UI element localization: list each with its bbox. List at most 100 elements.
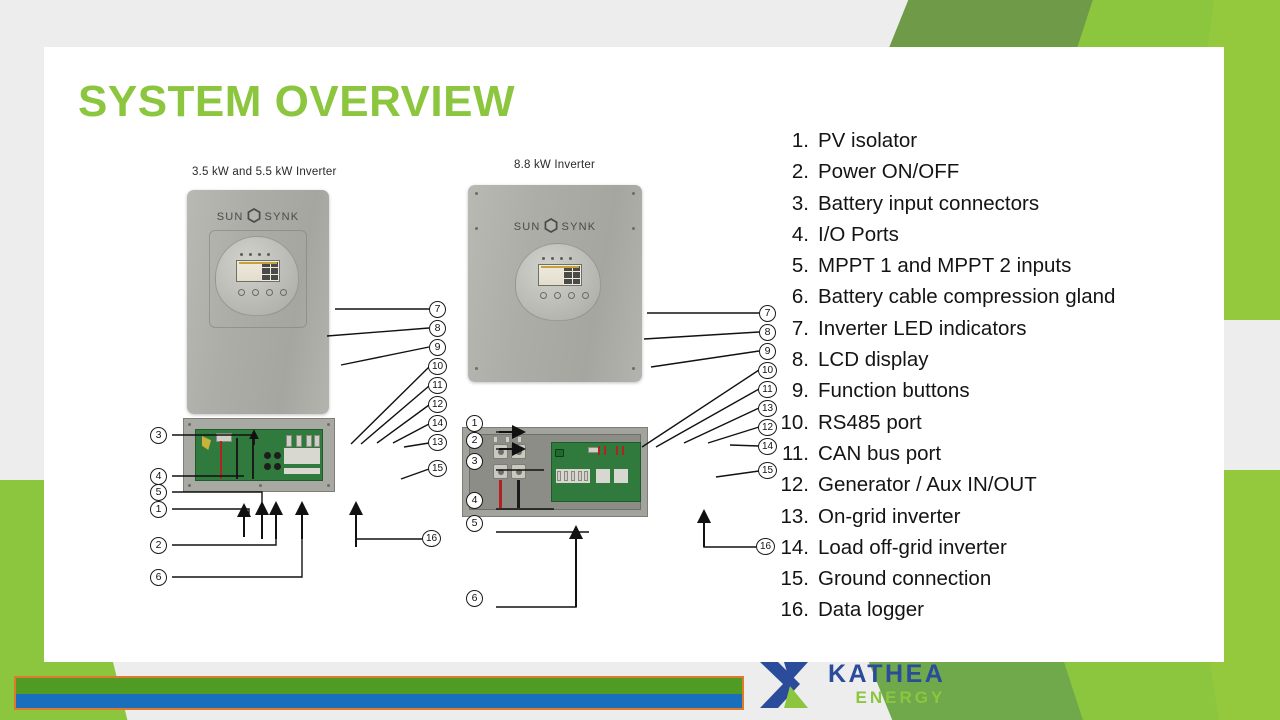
callout-right-3: 3	[466, 453, 483, 470]
callout-left-15: 15	[428, 460, 447, 477]
legend-item: 4.I/O Ports	[779, 219, 1199, 250]
legend-item-label: Inverter LED indicators	[818, 316, 1027, 340]
function-button-icon[interactable]	[266, 289, 273, 296]
callout-left-4: 4	[150, 468, 167, 485]
callout-left-14: 14	[428, 415, 447, 432]
callout-right-15: 15	[758, 462, 777, 479]
legend-item-number: 8.	[791, 348, 809, 372]
callout-right-5: 5	[466, 515, 483, 532]
page-title: SYSTEM OVERVIEW	[78, 77, 515, 126]
callout-right-2: 2	[466, 432, 483, 449]
led-icon	[267, 253, 270, 256]
legend-item-label: Generator / Aux IN/OUT	[818, 473, 1037, 497]
function-button-icon[interactable]	[568, 292, 575, 299]
function-button-icon[interactable]	[582, 292, 589, 299]
legend-item: 14.Load off-grid inverter	[779, 532, 1199, 563]
kathea-energy-logo: KATHEA ENERGY	[760, 656, 945, 712]
callout-left-11: 11	[428, 377, 447, 394]
function-button-icon[interactable]	[554, 292, 561, 299]
kathea-wordmark: KATHEA ENERGY	[828, 660, 946, 707]
lcd-icon-grid	[261, 261, 279, 281]
function-buttons-left[interactable]	[238, 289, 287, 296]
inverter-left-pod-frame	[209, 230, 307, 328]
callout-left-13: 13	[428, 434, 447, 451]
led-icon	[551, 257, 554, 260]
inverter-diagram-group: 3.5 kW and 5.5 kW Inverter 8.8 kW Invert…	[44, 47, 779, 662]
legend-item-number: 3.	[791, 191, 809, 215]
brand-sun-text: SUN	[216, 211, 244, 223]
legend-item: 12. Generator / Aux IN/OUT	[779, 469, 1199, 500]
legend-item: 11.CAN bus port	[779, 438, 1199, 469]
brand-synk-text: SYNK	[561, 221, 597, 233]
legend-item-label: Data logger	[818, 598, 924, 622]
legend-item: 9. Function buttons	[779, 375, 1199, 406]
lcd-graph-area	[237, 261, 262, 281]
brand-sun-text: SUN	[513, 221, 541, 233]
callout-right-4: 4	[466, 492, 483, 509]
footer-accent-bars	[14, 676, 744, 710]
callout-right-6: 6	[466, 590, 483, 607]
legend-item: 13.On-grid inverter	[779, 501, 1199, 532]
callout-right-12: 12	[758, 419, 777, 436]
legend-item: 5. MPPT 1 and MPPT 2 inputs	[779, 250, 1199, 281]
callout-right-13: 13	[758, 400, 777, 417]
legend-item-number: 5.	[791, 254, 809, 278]
battery-terminal	[511, 444, 526, 459]
legend-item-label: On-grid inverter	[818, 504, 961, 528]
legend-item-label: Battery cable compression gland	[818, 285, 1116, 309]
legend-item-label: Power ON/OFF	[818, 160, 960, 184]
sunsynk-hex-icon	[544, 218, 558, 233]
callout-left-1: 1	[150, 501, 167, 518]
function-button-icon[interactable]	[280, 289, 287, 296]
callout-left-5: 5	[150, 484, 167, 501]
callout-right-7: 7	[759, 305, 776, 322]
led-indicators-right	[542, 257, 572, 260]
legend-item-number: 12.	[780, 473, 810, 497]
function-button-icon[interactable]	[540, 292, 547, 299]
callout-left-8: 8	[429, 320, 446, 337]
callout-left-9: 9	[429, 339, 446, 356]
callout-left-10: 10	[428, 358, 447, 375]
legend-item: 2.Power ON/OFF	[779, 156, 1199, 187]
kathea-brand-name: KATHEA	[828, 660, 946, 688]
legend-item: 16.Data logger	[779, 594, 1199, 625]
callout-left-12: 12	[428, 396, 447, 413]
legend-item: 15.Ground connection	[779, 563, 1199, 594]
kathea-k-mark-icon	[760, 658, 822, 710]
function-button-icon[interactable]	[238, 289, 245, 296]
legend-item-label: Function buttons	[818, 379, 970, 403]
legend-item-label: RS485 port	[818, 410, 922, 434]
lcd-titlebar	[541, 266, 579, 268]
lcd-display-left	[236, 260, 280, 282]
led-icon	[560, 257, 563, 260]
legend-item-number: 11.	[782, 441, 809, 465]
legend-item: 7. Inverter LED indicators	[779, 313, 1199, 344]
inverter-right-display-pod	[515, 243, 601, 321]
battery-terminal	[493, 464, 508, 479]
legend-item-number: 9.	[791, 379, 809, 403]
callout-left-2: 2	[150, 537, 167, 554]
legend-item-label: Battery input connectors	[818, 191, 1040, 215]
legend-item-label: MPPT 1 and MPPT 2 inputs	[818, 254, 1072, 278]
legend-item: 8. LCD display	[779, 344, 1199, 375]
callout-left-6: 6	[150, 569, 167, 586]
legend-item-label: LCD display	[818, 348, 929, 372]
callout-right-11: 11	[758, 381, 777, 398]
sunsynk-hex-icon	[247, 208, 261, 223]
lcd-graph-area	[539, 265, 564, 285]
legend-item: 1.PV isolator	[779, 125, 1199, 156]
lcd-icon-grid	[563, 265, 581, 285]
legend-item-number: 10.	[780, 410, 810, 434]
legend-item: 10. RS485 port	[779, 407, 1199, 438]
callout-left-16: 16	[422, 530, 441, 547]
function-button-icon[interactable]	[252, 289, 259, 296]
function-buttons-right[interactable]	[540, 292, 589, 299]
callout-right-8: 8	[759, 324, 776, 341]
legend-item-number: 7.	[791, 316, 809, 340]
legend-item-label: PV isolator	[818, 129, 918, 152]
inverter-left-pcb	[195, 429, 323, 481]
inverter-right-pcb	[551, 442, 641, 502]
legend-item-label: Ground connection	[818, 567, 992, 591]
callout-right-1: 1	[466, 415, 483, 432]
